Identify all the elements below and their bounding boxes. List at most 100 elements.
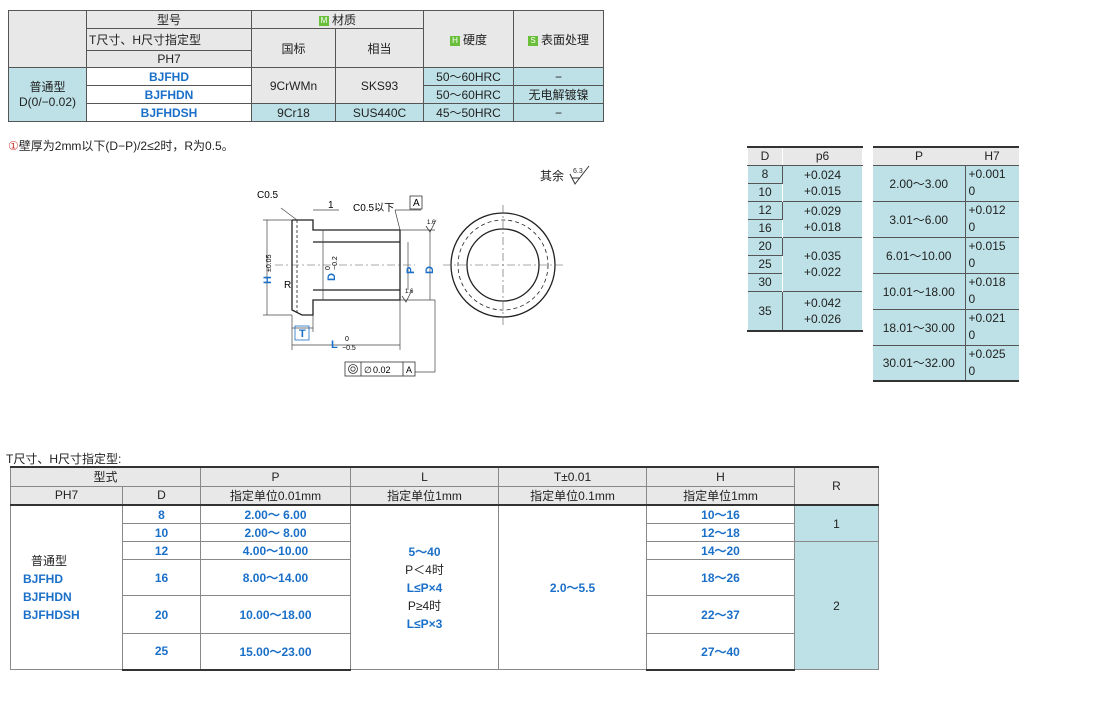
- surface-row-1: −: [513, 67, 604, 86]
- wall-note: ①壁厚为2mm以下(D−P)/2≤2时，R为0.5。: [8, 137, 234, 154]
- p-range: 2.00～3.00: [873, 165, 966, 202]
- ph7-label: PH7: [86, 50, 252, 68]
- roughness-b: 1.6: [405, 289, 414, 295]
- p-range: 6.01～10.00: [873, 237, 966, 274]
- p-header: P: [200, 466, 351, 487]
- eq-row-1: SKS93: [335, 67, 424, 104]
- h-unit: 指定单位1mm: [646, 486, 795, 506]
- code-row-1: BJFHD: [86, 67, 252, 86]
- roughness-value: 6.3: [573, 168, 583, 175]
- datum-a-label: A: [413, 198, 420, 209]
- p6-header: p6: [782, 146, 863, 166]
- hardness-row-1: 50～60HRC: [423, 67, 514, 86]
- equivalent-header: 相当: [335, 28, 424, 68]
- h-range: 12～18: [646, 523, 795, 542]
- d-value: 10: [747, 182, 783, 201]
- t-value: 2.0～5.5: [498, 504, 647, 670]
- l-label: L: [331, 339, 338, 351]
- h-tol: ±0.05: [266, 254, 273, 272]
- roughness-a: 1.6: [427, 220, 436, 226]
- type-cell: 普通型 D(0/−0.02): [8, 67, 87, 122]
- concentricity-icon: [348, 364, 358, 374]
- h7-header: H7: [965, 146, 1019, 166]
- h-range: 18～26: [646, 559, 795, 596]
- big-d-label: D: [424, 266, 436, 274]
- d-header: D: [122, 486, 201, 506]
- chamfer-below-label: C0.5以下: [353, 203, 394, 214]
- p-range: 10.00～18.00: [200, 595, 351, 634]
- one-label: 1: [328, 200, 334, 211]
- r-header: R: [794, 466, 879, 506]
- gb-row-1: 9CrWMn: [251, 67, 336, 104]
- t-header: T±0.01: [498, 466, 647, 487]
- p-header: P: [873, 146, 965, 166]
- r-label: R: [284, 280, 291, 291]
- d-value: 12: [747, 200, 783, 219]
- d-value: 25: [747, 254, 783, 273]
- p-range: 3.01～6.00: [873, 201, 966, 238]
- t-unit: 指定单位0.1mm: [498, 486, 647, 506]
- eq-row-3: SUS440C: [335, 103, 424, 122]
- note-marker: ①: [8, 139, 19, 153]
- d-value: 8: [122, 504, 201, 524]
- roughness-symbol-icon: 6.3: [569, 165, 590, 185]
- h-range: 27～40: [646, 633, 795, 671]
- spec-table-title: T尺寸、H尺寸指定型:: [6, 452, 122, 466]
- remark-text: 其余: [540, 169, 565, 183]
- surface-badge: S: [527, 35, 538, 46]
- code-row-2: BJFHDN: [86, 85, 252, 104]
- p-range: 18.01～30.00: [873, 309, 966, 346]
- ph7-header: PH7: [10, 486, 123, 506]
- p-range: 8.00～14.00: [200, 559, 351, 596]
- t-label: T: [299, 328, 306, 340]
- gb-header: 国标: [251, 28, 336, 68]
- phi-symbol: ∅: [364, 365, 372, 375]
- p6-value: +0.042+0.026: [782, 290, 863, 332]
- material-badge: M: [318, 16, 329, 26]
- conc-datum: A: [406, 365, 412, 375]
- p-unit: 指定单位0.01mm: [200, 486, 351, 506]
- p6-value: +0.035+0.022: [782, 236, 863, 291]
- r-value: 2: [794, 541, 879, 670]
- surface-remark: 其余 6.3: [540, 164, 593, 188]
- d-value: 16: [122, 559, 201, 596]
- spec-table: 型式 P L T±0.01 H R PH7 D 指定单位0.01mm 指定单位1…: [10, 466, 879, 671]
- d-value: 35: [747, 290, 783, 332]
- code-row-3: BJFHDSH: [86, 103, 252, 122]
- d-value: 30: [747, 272, 783, 291]
- p6-value: +0.029+0.018: [782, 200, 863, 237]
- conc-value: 0.02: [373, 365, 391, 375]
- hardness-row-3: 45～50HRC: [423, 103, 514, 122]
- p-range: 10.01～18.00: [873, 273, 966, 310]
- d-p6-table: D p6 8 +0.024+0.015 10 12 +0.029+0.018 1…: [747, 146, 863, 332]
- d-value: 12: [122, 541, 201, 560]
- d-value: 25: [122, 633, 201, 671]
- p-range: 15.00～23.00: [200, 633, 351, 671]
- l-cell: 5～40 P＜4时 L≤P×4 P≥4时 L≤P×3: [350, 504, 499, 670]
- h-header: H: [646, 466, 795, 487]
- d-tol-bot: −0.2: [332, 256, 339, 270]
- r-value: 1: [794, 504, 879, 542]
- d-value: 8: [747, 164, 783, 183]
- d-inner-label: D: [326, 273, 338, 281]
- l-header: L: [350, 466, 499, 487]
- d-header: D: [747, 146, 783, 166]
- h-range: 22～37: [646, 595, 795, 634]
- type-header: 型式: [10, 466, 201, 487]
- p-range: 2.00～ 6.00: [200, 504, 351, 524]
- h-label: H: [262, 276, 274, 284]
- d-value: 20: [122, 595, 201, 634]
- d-tol-top: 0: [325, 266, 332, 270]
- l-tol-top: 0: [345, 336, 349, 343]
- note-text: 壁厚为2mm以下(D−P)/2≤2时，R为0.5。: [18, 139, 234, 153]
- h-range: 14～20: [646, 541, 795, 560]
